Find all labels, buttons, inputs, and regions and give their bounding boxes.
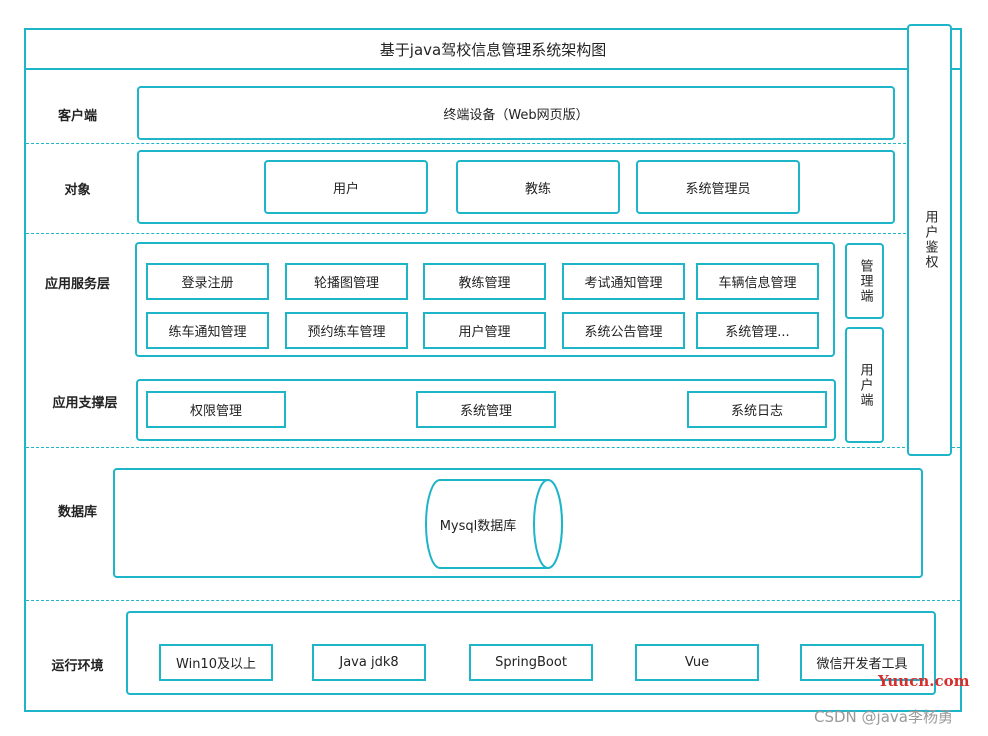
layer-label-database: 数据库 [57, 504, 97, 520]
separator-client-object [26, 143, 906, 144]
client-device-box: 终端设备（Web网页版） [137, 86, 895, 140]
watermark-csdn: CSDN @java李杨勇 [814, 708, 953, 726]
layer-label-app-service: 应用服务层 [44, 276, 110, 292]
object-coach: 教练 [456, 160, 620, 214]
runtime-vue: Vue [635, 644, 759, 681]
side-admin-end: 管理端 [845, 243, 884, 319]
service-practice-notice: 练车通知管理 [146, 312, 269, 349]
service-booking: 预约练车管理 [285, 312, 408, 349]
runtime-wechat-devtools: 微信开发者工具 [800, 644, 924, 681]
runtime-win10: Win10及以上 [159, 644, 273, 681]
side-user-end: 用户端 [845, 327, 884, 443]
service-user: 用户管理 [423, 312, 546, 349]
service-login-register: 登录注册 [146, 263, 269, 300]
database-label: Mysql数据库 [439, 518, 517, 534]
service-coach: 教练管理 [423, 263, 546, 300]
separator-app-db [26, 447, 960, 448]
layer-label-object: 对象 [64, 182, 91, 198]
watermark-yuucn: Yuucn.com [878, 672, 970, 690]
separator-object-app [26, 233, 906, 234]
database-cylinder-icon [425, 479, 563, 569]
support-permission: 权限管理 [146, 391, 286, 428]
diagram-title: 基于java驾校信息管理系统架构图 [24, 28, 962, 70]
separator-db-runtime [26, 600, 960, 601]
layer-label-runtime: 运行环境 [51, 658, 104, 674]
support-log: 系统日志 [687, 391, 827, 428]
side-user-end-text: 用户端 [857, 362, 873, 408]
service-system: 系统管理... [696, 312, 819, 349]
runtime-springboot: SpringBoot [469, 644, 593, 681]
support-system: 系统管理 [416, 391, 556, 428]
side-user-auth-text: 用户鉴权 [922, 210, 938, 270]
runtime-jdk8: Java jdk8 [312, 644, 426, 681]
side-user-auth: 用户鉴权 [907, 24, 952, 456]
object-admin: 系统管理员 [636, 160, 800, 214]
object-user: 用户 [264, 160, 428, 214]
service-carousel: 轮播图管理 [285, 263, 408, 300]
layer-label-app-support: 应用支撑层 [52, 395, 118, 411]
service-exam-notice: 考试通知管理 [562, 263, 685, 300]
layer-label-client: 客户端 [57, 108, 97, 124]
side-admin-end-text: 管理端 [857, 258, 873, 304]
service-announcement: 系统公告管理 [562, 312, 685, 349]
service-vehicle: 车辆信息管理 [696, 263, 819, 300]
